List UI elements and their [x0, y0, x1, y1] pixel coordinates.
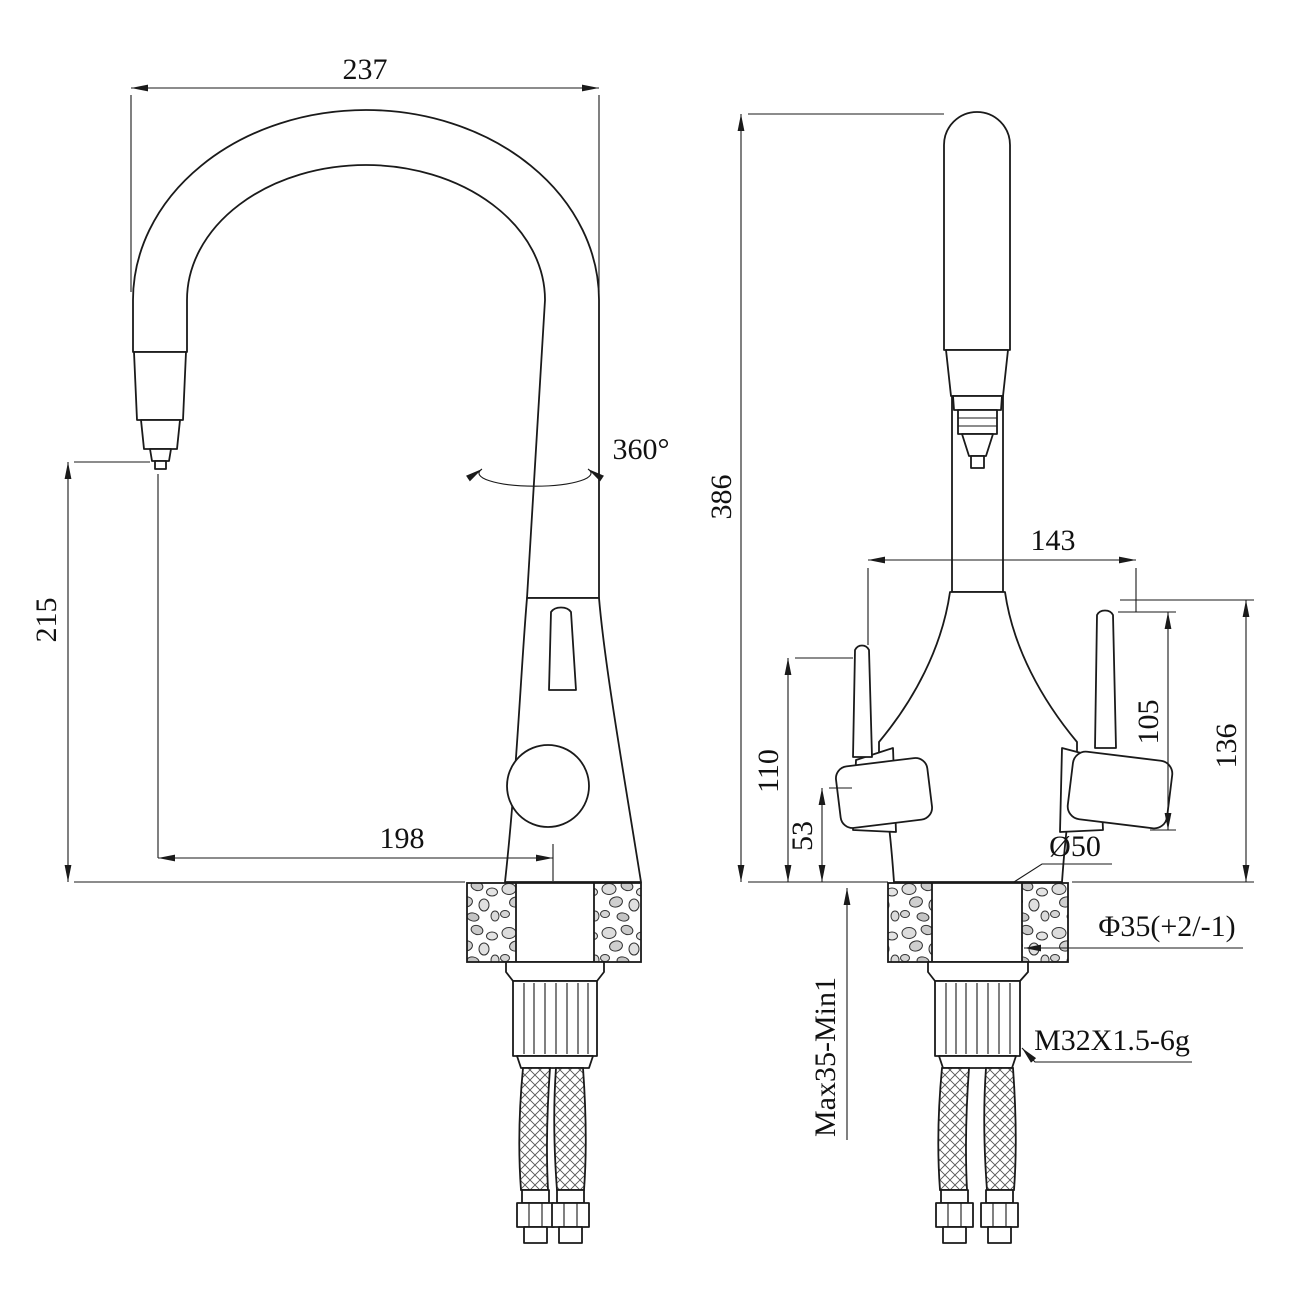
- dim-spout-reach-label: 198: [380, 822, 425, 855]
- dim-left-handle-base-label: 53: [786, 821, 819, 851]
- spout-pipe-front: [943, 111, 1011, 351]
- ext-lines-386: [748, 113, 944, 883]
- base-shank-side: [515, 882, 595, 963]
- dim-mounting-hole-label: Φ35(+2/-1): [1098, 910, 1235, 943]
- hose-collar-4: [985, 1189, 1014, 1204]
- spout-nub: [154, 460, 167, 470]
- dim-right-handle-height-label: 105: [1132, 700, 1165, 745]
- dim-left-handle-height-label: 110: [752, 749, 785, 793]
- left-handle-base: [835, 757, 933, 829]
- spout-aerator: [140, 419, 181, 450]
- dim-handle-span-label: 143: [1031, 524, 1076, 557]
- hose-collar: [521, 1189, 550, 1204]
- hose-tip-2: [558, 1226, 583, 1244]
- right-handle-lever: [1094, 609, 1117, 749]
- left-handle-lever: [852, 644, 873, 758]
- hose-tip-3: [942, 1226, 967, 1244]
- hose-tip: [523, 1226, 548, 1244]
- aerator-cone: [961, 433, 994, 457]
- hose-nut-4: [980, 1202, 1019, 1228]
- hose-nut-facets: [528, 1203, 543, 1227]
- hose-collar-2: [556, 1189, 585, 1204]
- hose-right-front: [983, 1067, 1017, 1191]
- dim-thread-spec-label: M32X1.5-6g: [1034, 1024, 1190, 1057]
- hose-left-side: [518, 1067, 551, 1191]
- ext-lines-237: [130, 95, 600, 292]
- leader-thread-spec: [1021, 1047, 1192, 1063]
- ext-lines-143: [867, 568, 1137, 645]
- front-view: 386 143 110 53 105 136 Ø50 Φ35(+2/-1) M3…: [705, 111, 1254, 1244]
- spout-aerator-tip: [149, 448, 172, 462]
- thread-ribs-front: [945, 983, 1011, 1054]
- dim-deck-thickness-label: Max35-Min1: [809, 977, 842, 1137]
- aerator-ring: [952, 395, 1003, 411]
- leader-base-diameter: [1013, 863, 1112, 883]
- hose-nut-facets-3: [947, 1203, 962, 1227]
- hose-nut-3: [935, 1202, 974, 1228]
- handle-lever-side: [548, 606, 577, 691]
- hose-collar-3: [940, 1189, 969, 1204]
- base-flange-front: [927, 961, 1029, 982]
- aerator-shoulder: [945, 349, 1009, 397]
- faucet-body-front: [878, 591, 1078, 883]
- side-dimensions: 237 215 198 360°: [30, 53, 670, 883]
- handle-pivot-circle: [506, 744, 590, 828]
- hose-right-side: [553, 1067, 587, 1191]
- thread-collar-side: [512, 980, 598, 1057]
- hose-nut-2: [551, 1202, 590, 1228]
- dim-right-handle-total-label: 136: [1210, 724, 1243, 769]
- ext-lines-136: [1072, 599, 1254, 883]
- dim-total-height-label: 386: [705, 475, 738, 520]
- hose-nut: [516, 1202, 555, 1228]
- dim-spout-height-label: 215: [30, 598, 63, 643]
- gooseneck-spout: [132, 109, 600, 599]
- ext-lines-215: [74, 461, 465, 883]
- side-view: 237 215 198 360°: [30, 53, 670, 1244]
- dim-base-diameter-label: Ø50: [1049, 830, 1101, 863]
- front-dimensions: 386 143 110 53 105 136 Ø50 Φ35(+2/-1) M3…: [705, 113, 1254, 1140]
- aerator-nub: [970, 455, 985, 469]
- right-handle-base: [1066, 750, 1174, 830]
- swivel-arc: [466, 468, 604, 487]
- ext-lines-198: [157, 474, 554, 881]
- aerator-grooves: [958, 417, 997, 427]
- aerator-body: [957, 409, 998, 435]
- dim-spout-width-label: 237: [343, 53, 388, 86]
- hose-nut-facets-2: [563, 1203, 578, 1227]
- collar-cap-side: [516, 1055, 594, 1069]
- ext-lines-105: [1118, 611, 1176, 831]
- thread-ribs-side: [523, 983, 589, 1054]
- base-shank-front: [931, 882, 1023, 963]
- spout-tip-upper: [133, 351, 187, 421]
- hose-tip-4: [987, 1226, 1012, 1244]
- base-flange-side: [505, 961, 605, 982]
- collar-cap-front: [938, 1055, 1017, 1069]
- dim-swivel-angle-label: 360°: [613, 433, 670, 466]
- hose-nut-facets-4: [992, 1203, 1007, 1227]
- hose-left-front: [937, 1067, 970, 1191]
